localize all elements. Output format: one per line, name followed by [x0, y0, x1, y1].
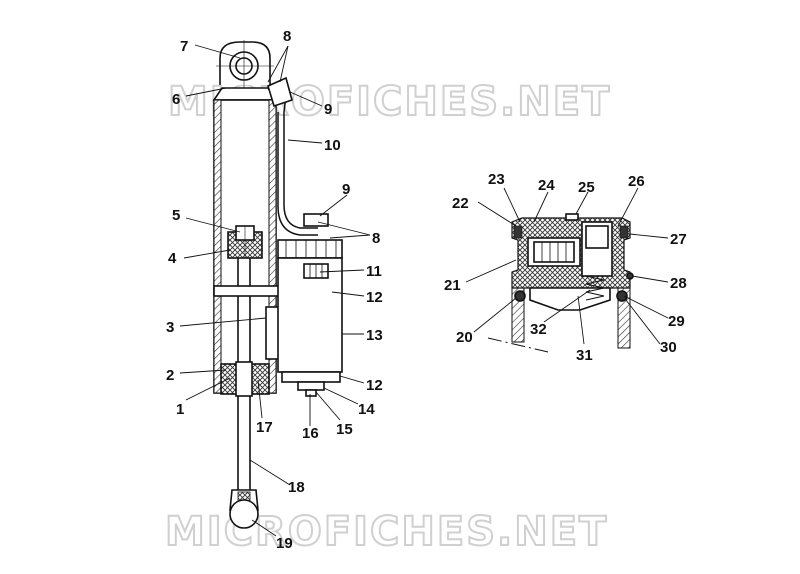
callout-9-top: 9 [324, 101, 332, 118]
callout-15: 15 [336, 421, 353, 438]
callout-9-mid: 9 [342, 181, 350, 198]
callout-5: 5 [172, 207, 180, 224]
callout-12-top: 12 [366, 289, 383, 306]
callout-2: 2 [166, 367, 174, 384]
callout-17: 17 [256, 419, 273, 436]
callout-32: 32 [530, 321, 547, 338]
callout-31: 31 [576, 347, 593, 364]
callout-26: 26 [628, 173, 645, 190]
leader-lines-right [465, 187, 669, 345]
callout-4: 4 [168, 250, 177, 267]
callout-27: 27 [670, 231, 687, 248]
callout-8-mid: 8 [372, 230, 380, 247]
callout-16: 16 [302, 425, 319, 442]
callout-30: 30 [660, 339, 677, 356]
callout-8-top: 8 [283, 28, 291, 45]
callout-22: 22 [452, 195, 469, 212]
callout-10: 10 [324, 137, 341, 154]
callout-6: 6 [172, 91, 180, 108]
callout-18: 18 [288, 479, 305, 496]
callout-24: 24 [538, 177, 555, 194]
callout-21: 21 [444, 277, 461, 294]
callout-28: 28 [670, 275, 687, 292]
callout-1: 1 [176, 401, 184, 418]
callout-7: 7 [180, 38, 188, 55]
callout-12-bottom: 12 [366, 377, 383, 394]
leader-lines-left [179, 44, 371, 537]
callout-13: 13 [366, 327, 383, 344]
callout-3: 3 [166, 319, 174, 336]
callout-labels: 7 8 6 9 10 9 8 5 4 11 12 3 13 2 12 1 14 … [166, 28, 687, 552]
callout-29: 29 [668, 313, 685, 330]
callout-14: 14 [358, 401, 375, 418]
callout-11: 11 [366, 263, 382, 280]
callout-25: 25 [578, 179, 595, 196]
callout-20: 20 [456, 329, 473, 346]
callout-23: 23 [488, 171, 505, 188]
callout-19: 19 [276, 535, 293, 552]
detail-section [487, 213, 634, 353]
